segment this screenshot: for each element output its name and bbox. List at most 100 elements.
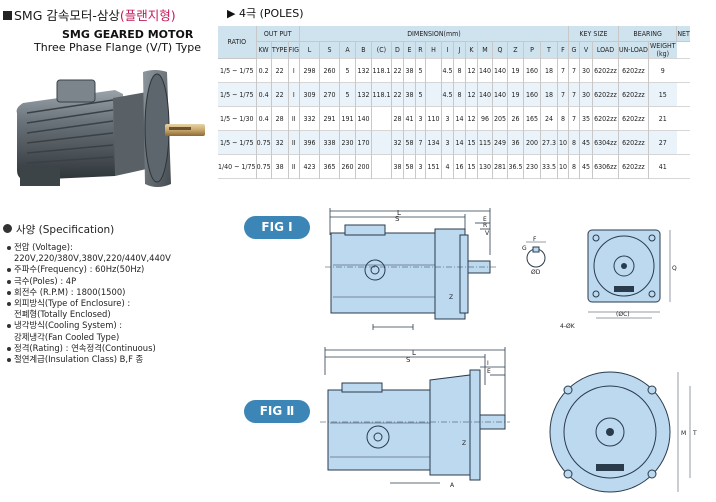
table-cell: 5: [339, 58, 356, 83]
table-cell: 140: [492, 82, 508, 107]
table-cell: 6306zz: [592, 154, 619, 179]
table-cell: 191: [339, 106, 356, 131]
spec-item-rating: 정격(Rating) : 연속정격(Continuous): [7, 343, 171, 354]
table-cell: 18: [540, 58, 558, 83]
table-cell: 28: [391, 106, 404, 131]
table-cell: 45: [579, 154, 593, 179]
col-header: TYPE: [271, 41, 289, 59]
table-cell: II: [288, 154, 300, 179]
table-cell: 27: [648, 130, 677, 155]
table-cell: 30: [579, 82, 593, 107]
table-cell: 6202zz: [592, 106, 619, 131]
table-cell: 132: [355, 82, 372, 107]
table-cell: 41: [648, 154, 677, 179]
table-cell: 14: [453, 130, 466, 155]
table-cell: 38: [403, 82, 416, 107]
col-header: A: [339, 41, 356, 59]
table-cell: 45: [579, 130, 593, 155]
table-cell: 19: [507, 82, 524, 107]
table-cell: 270: [319, 82, 340, 107]
dim-label-Q: Q: [672, 265, 677, 272]
dim-label-holes: 4-ØK: [560, 323, 576, 330]
spec-item-poles: 극수(Poles) : 4P: [7, 276, 171, 287]
circle-bullet-icon: [3, 224, 12, 233]
table-cell: 309: [299, 82, 320, 107]
page-title-korean: SMG 감속모터-삼상(플랜지형): [3, 5, 176, 24]
table-cell: 110: [425, 106, 442, 131]
table-cell: 3: [415, 106, 426, 131]
dim-label-S: S: [395, 215, 400, 223]
table-cell: 338: [319, 130, 340, 155]
table-cell: 0.75: [256, 130, 272, 155]
specification-list: 전압 (Voltage): 220V,220/380V,380V,220/440…: [7, 242, 171, 365]
table-cell: 5: [415, 58, 426, 83]
dim-label-M: M: [681, 430, 686, 437]
table-cell: 15: [465, 130, 478, 155]
table-cell: 151: [425, 154, 442, 179]
table-cell: 230: [339, 130, 356, 155]
table-cell: 160: [523, 58, 541, 83]
table-cell: 7: [415, 130, 426, 155]
table-cell: 22: [391, 58, 404, 83]
header-dimension: DIMENSION(mm): [299, 26, 569, 42]
spec-item-voltage-value: 220V,220/380V,380V,220/440V,440V: [14, 253, 171, 264]
dim-label-E-2: E: [487, 368, 491, 375]
table-cell: 170: [355, 130, 372, 155]
table-cell: 6202zz: [618, 106, 649, 131]
header-bearing: BEARING: [618, 26, 678, 42]
table-cell: 7: [557, 58, 569, 83]
header-ratio: RATIO: [218, 26, 257, 59]
dim-label-L: L: [397, 209, 401, 217]
table-cell: 140: [355, 106, 372, 131]
table-cell: 8: [557, 106, 569, 131]
col-header: (C): [371, 41, 392, 59]
dim-label-G: G: [522, 245, 527, 252]
col-header: L: [299, 41, 320, 59]
table-cell: 10: [557, 154, 569, 179]
table-cell: 115: [477, 130, 493, 155]
table-cell: 7: [568, 58, 580, 83]
col-header: Z: [507, 41, 524, 59]
table-cell: 365: [319, 154, 340, 179]
table-cell: 132: [355, 58, 372, 83]
spec-item-rpm: 회전수 (R.P.M) : 1800(1500): [7, 287, 171, 298]
table-cell: 9: [648, 58, 677, 83]
fig2-side-drawing: L S I E A Z: [320, 347, 510, 489]
table-cell: 6202zz: [592, 82, 619, 107]
spec-item-enclosure-value: 전폐형(Totally Enclosed): [14, 309, 111, 320]
dim-label-V: V: [485, 230, 490, 237]
col-header-net-weight: WEIGHT(kg): [648, 41, 677, 59]
table-cell: 58: [403, 130, 416, 155]
table-cell: 21: [648, 106, 677, 131]
subtitle-english: Three Phase Flange (V/T) Type: [34, 41, 201, 54]
table-cell: 332: [299, 106, 320, 131]
table-cell: 22: [271, 58, 289, 83]
table-cell: 12: [465, 58, 478, 83]
fig1-side-drawing: L S E R V Z: [325, 208, 497, 330]
title-english: SMG GEARED MOTOR: [62, 28, 194, 41]
table-cell: 0.75: [256, 154, 272, 179]
ratio-cell: 1/5 ~ 1/75: [218, 130, 257, 155]
spec-item-enclosure: 외피방식(Type of Enclosure) :: [7, 298, 171, 309]
spec-item-insulation: 절연계급(Insulation Class) B,F 종: [7, 354, 171, 365]
col-header: LOAD: [592, 41, 619, 59]
table-cell: 205: [492, 106, 508, 131]
table-cell: 41: [403, 106, 416, 131]
table-cell: I: [288, 82, 300, 107]
table-cell: 6304zz: [592, 130, 619, 155]
table-cell: 24: [540, 106, 558, 131]
col-header: I: [441, 41, 454, 59]
table-cell: 14: [453, 106, 466, 131]
table-cell: 27.3: [540, 130, 558, 155]
col-header: K: [465, 41, 478, 59]
table-cell: 200: [355, 154, 372, 179]
dim-label-Z: Z: [449, 294, 453, 301]
table-cell: [425, 82, 442, 107]
col-header: H: [425, 41, 442, 59]
col-header: G: [568, 41, 580, 59]
table-cell: 298: [299, 58, 320, 83]
table-cell: 36.5: [507, 154, 524, 179]
col-header: KW: [256, 41, 272, 59]
table-cell: 15: [648, 82, 677, 107]
table-cell: 3: [441, 106, 454, 131]
